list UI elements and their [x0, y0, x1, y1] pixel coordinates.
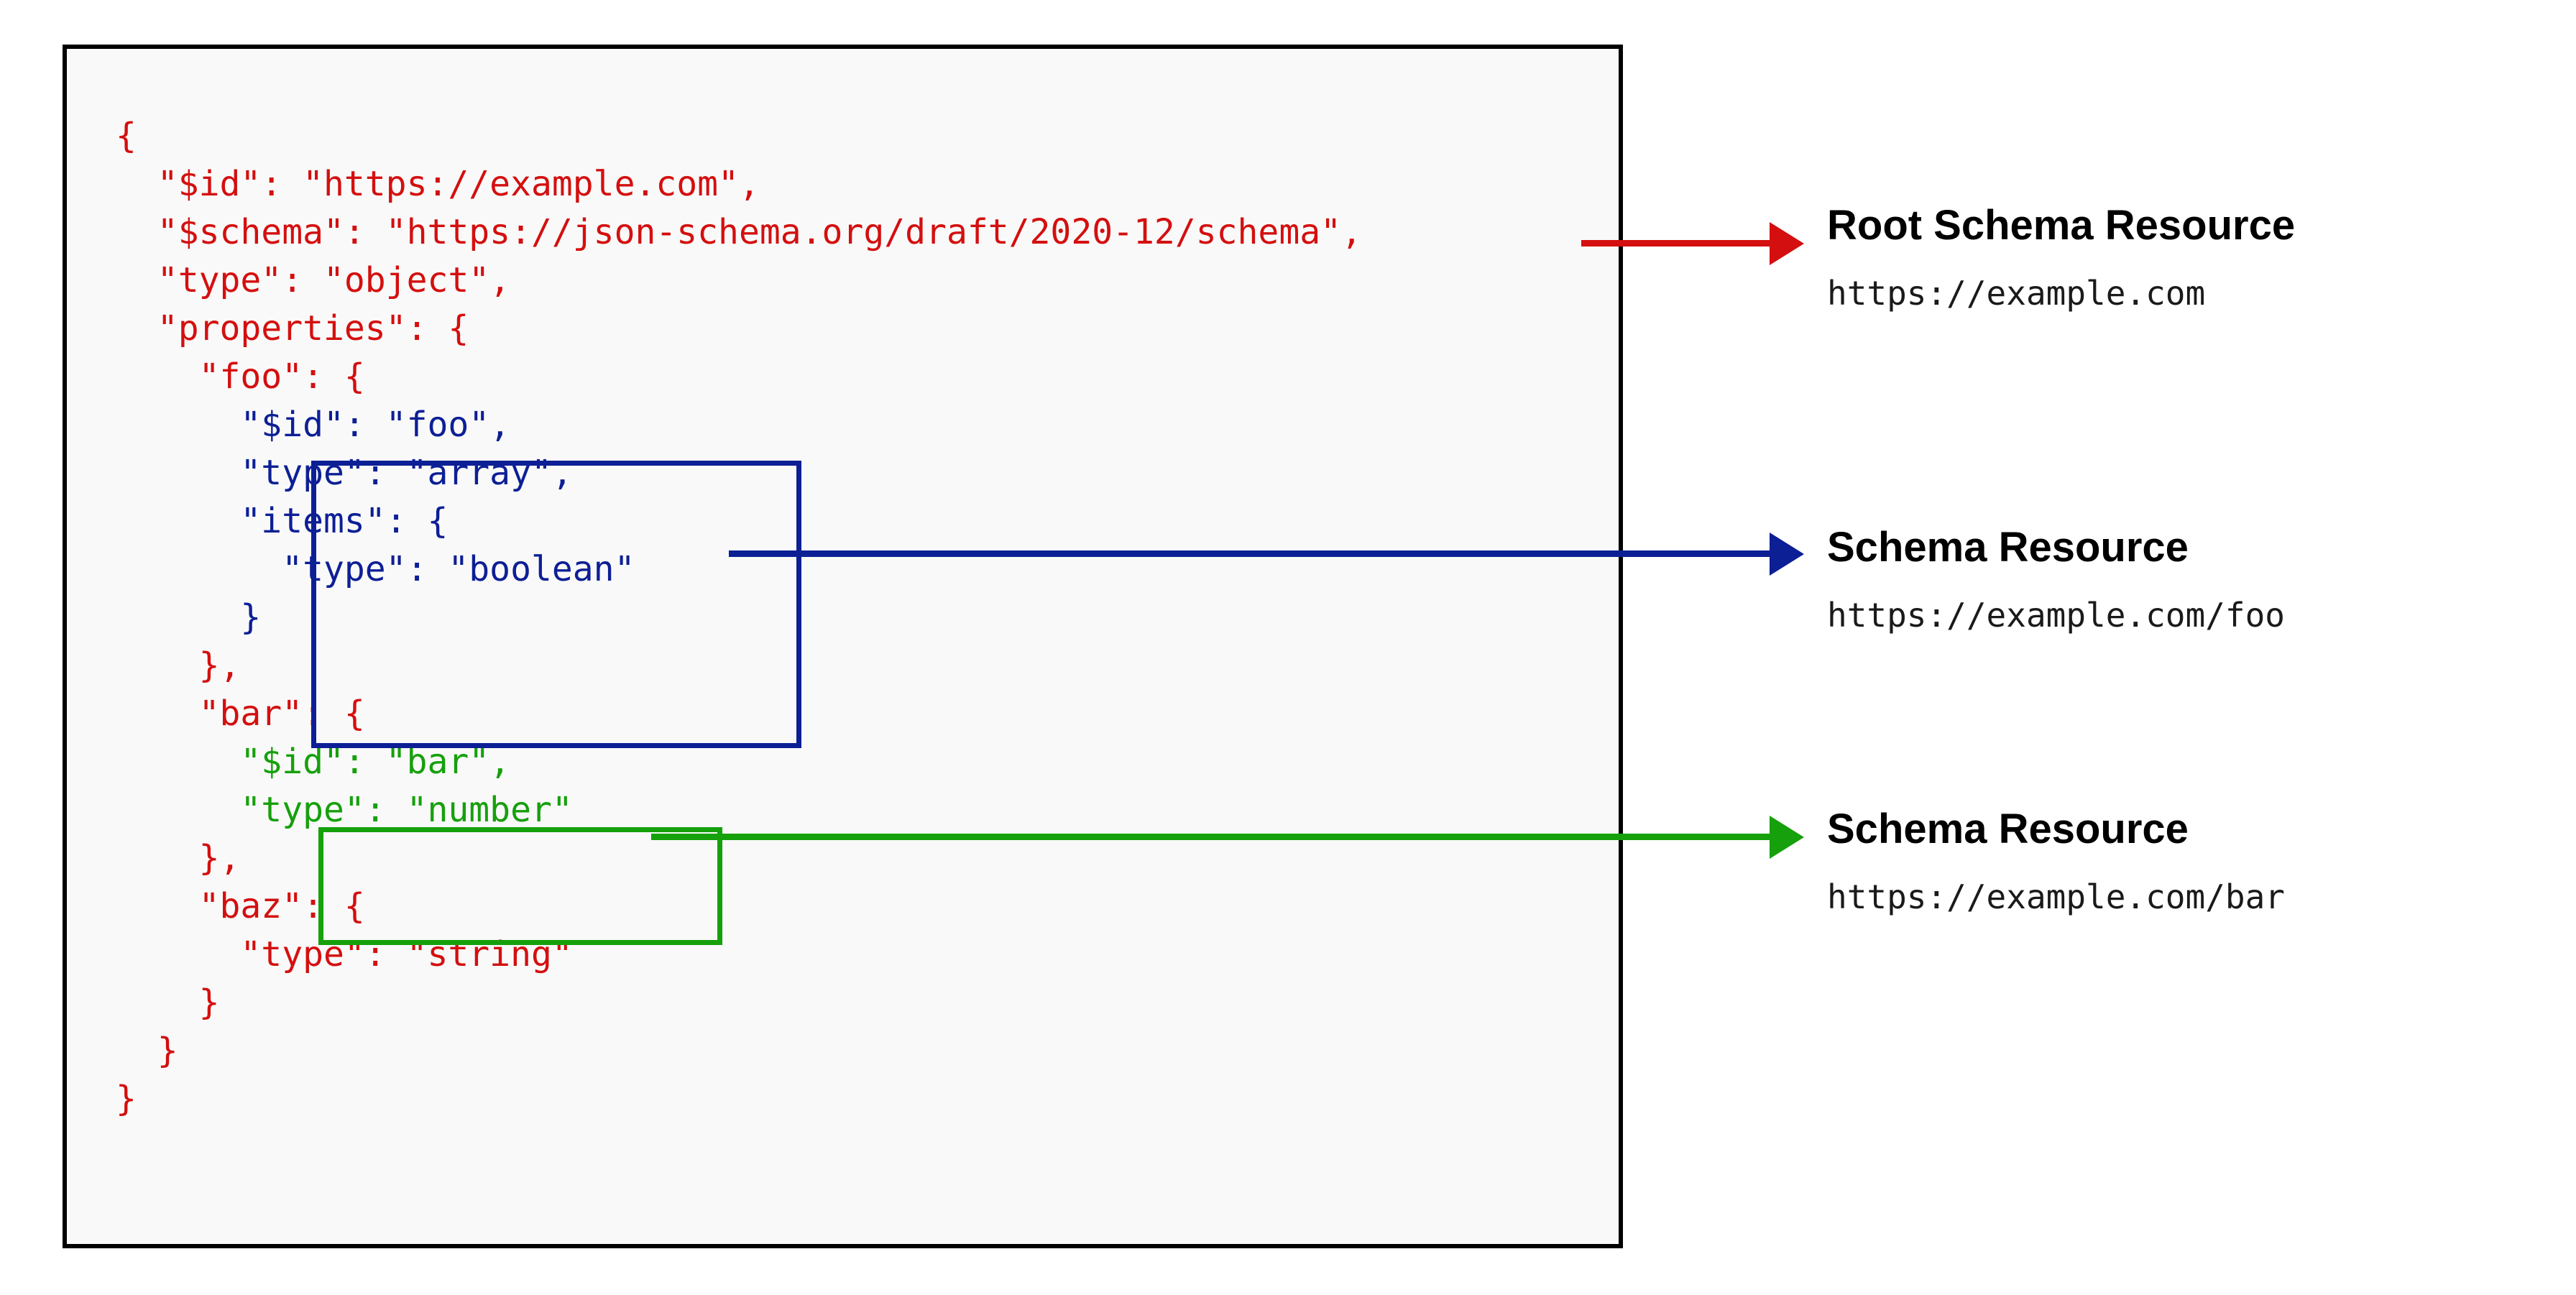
code-line: "$id": "bar",: [116, 742, 511, 782]
code-line: "type": "number": [116, 790, 573, 830]
arrow-head-bar-schema: [1770, 816, 1804, 859]
arrow-head-root-schema: [1770, 222, 1804, 265]
arrow-line-root-schema: [1581, 240, 1775, 246]
code-line: "$id": "foo",: [116, 405, 511, 445]
code-line: }: [116, 1079, 137, 1119]
code-line: "baz": {: [116, 886, 365, 926]
code-line: {: [116, 116, 137, 156]
code-line: }: [116, 1031, 178, 1071]
annotation-title: Schema Resource: [1827, 806, 2189, 852]
code-line: "$schema": "https://json-schema.org/draf…: [116, 212, 1362, 252]
annotation-root-schema-resource: Root Schema Resource https://example.com: [1827, 202, 2296, 313]
arrow-line-foo-schema: [729, 550, 1778, 557]
annotation-title: Root Schema Resource: [1827, 202, 2296, 249]
annotation-uri: https://example.com: [1827, 274, 2206, 313]
code-line: "$id": "https://example.com",: [116, 164, 760, 204]
annotation-foo-schema-resource: Schema Resource https://example.com/foo: [1827, 524, 2285, 635]
code-line: "type": "boolean": [116, 549, 635, 589]
arrow-line-bar-schema: [651, 834, 1778, 840]
code-line: "properties": {: [116, 308, 469, 349]
code-line: "type": "object",: [116, 260, 511, 300]
code-line: "foo": {: [116, 356, 365, 397]
code-line: },: [116, 838, 241, 878]
annotation-uri: https://example.com/bar: [1827, 877, 2285, 916]
code-line: "type": "string": [116, 934, 573, 974]
annotation-title: Schema Resource: [1827, 524, 2189, 571]
arrow-head-foo-schema: [1770, 533, 1804, 576]
annotation-bar-schema-resource: Schema Resource https://example.com/bar: [1827, 806, 2285, 916]
annotation-uri: https://example.com/foo: [1827, 596, 2285, 635]
code-line: }: [116, 982, 220, 1023]
code-line: },: [116, 645, 241, 686]
code-line: "items": {: [116, 501, 448, 541]
code-line: "bar": {: [116, 693, 365, 734]
code-line: "type": "array",: [116, 453, 573, 493]
json-code-block: { "$id": "https://example.com", "$schema…: [116, 112, 1362, 1123]
code-line: }: [116, 597, 262, 637]
json-code-panel: { "$id": "https://example.com", "$schema…: [63, 45, 1623, 1248]
